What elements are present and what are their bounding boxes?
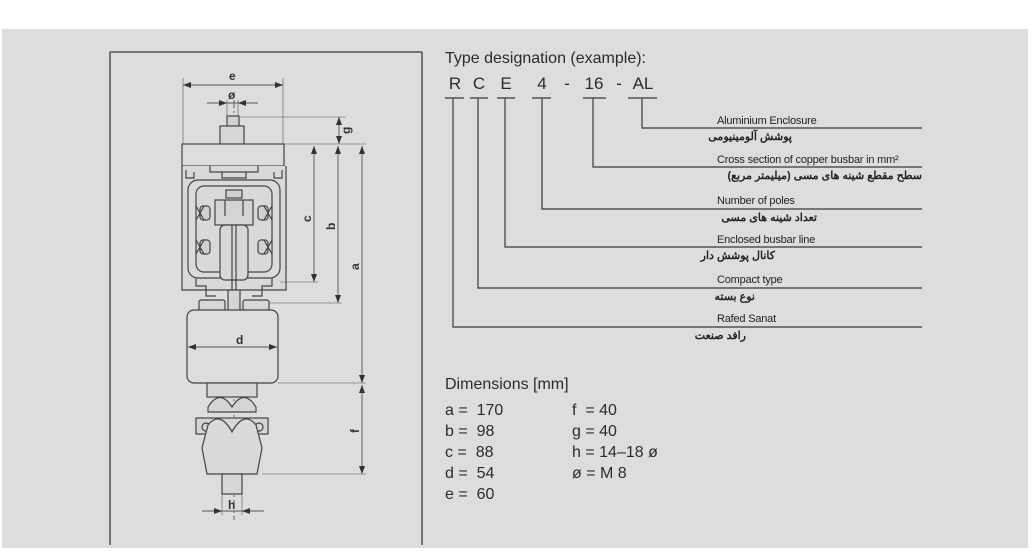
code-char-r: R <box>448 74 462 93</box>
code-char-c: C <box>472 74 486 93</box>
designation-leaders <box>445 97 922 328</box>
dim-label-a: a <box>348 263 362 270</box>
drawing-frame <box>109 51 423 545</box>
dim-key: a <box>445 402 454 419</box>
legend-fa-e: کانال پوشش دار <box>700 250 775 262</box>
dim-value: 40 <box>599 402 617 419</box>
legend-en-4: Number of poles <box>717 195 795 207</box>
legend-fa-al: پوشش آلومینیومی <box>708 131 792 143</box>
dimension-item: c = 88 <box>445 444 494 461</box>
dim-key: b <box>445 423 454 440</box>
dim-key: ø <box>572 465 582 482</box>
busbar-drawing <box>181 100 287 520</box>
code-char-e: E <box>500 74 512 93</box>
code-char-16: 16 <box>584 74 604 93</box>
dim-value: M 8 <box>600 465 627 482</box>
legend-en-r: Rafed Sanat <box>717 313 776 325</box>
legend-en-c: Compact type <box>717 274 783 286</box>
type-designation-title: Type designation (example): <box>445 50 646 67</box>
dimension-item: e = 60 <box>445 486 495 503</box>
dim-value: 14–18 ø <box>599 444 658 461</box>
legend-fa-16: سطح مقطع شینه های مسی (میلیمتر مربع) <box>727 170 922 182</box>
dim-label-c: c <box>300 215 314 222</box>
legend-fa-c: نوع بسته <box>714 291 755 303</box>
dim-value: 88 <box>475 444 494 461</box>
dim-value: 60 <box>476 486 495 503</box>
dim-label-b: b <box>324 223 338 230</box>
legend-fa-r: رافد صنعت <box>694 330 746 342</box>
dimension-item: ø = M 8 <box>572 465 627 482</box>
code-char-al: AL <box>632 74 654 93</box>
dim-value: 40 <box>599 423 617 440</box>
dimensions-title: Dimensions [mm] <box>445 376 569 393</box>
dimension-lines <box>182 78 366 515</box>
dim-key: c <box>445 444 453 461</box>
legend-fa-4: تعداد شینه های مسی <box>721 212 817 224</box>
dim-key: e <box>445 486 454 503</box>
legend-en-16: Cross section of copper busbar in mm² <box>717 154 899 166</box>
dim-label-e: e <box>229 69 236 83</box>
dimension-item: b = 98 <box>445 423 495 440</box>
dim-value: 170 <box>476 402 504 419</box>
dim-key: d <box>445 465 454 482</box>
dim-key: g <box>572 423 581 440</box>
code-separator: - <box>616 74 622 93</box>
dim-label-d: d <box>236 333 243 347</box>
dimension-arrows <box>183 82 365 514</box>
dimension-item: a = 170 <box>445 402 504 419</box>
legend-en-al: Aluminium Enclosure <box>717 115 817 127</box>
legend-en-e: Enclosed busbar line <box>717 234 816 246</box>
dim-key: f <box>572 402 577 419</box>
dim-value: 54 <box>476 465 495 482</box>
dim-label-h: h <box>228 498 235 512</box>
dim-value: 98 <box>476 423 495 440</box>
dimension-item: d = 54 <box>445 465 495 482</box>
code-separator: - <box>564 74 570 93</box>
code-char-4: 4 <box>537 74 547 93</box>
dim-label-phi: ø <box>228 88 236 102</box>
dimension-item: f = 40 <box>572 402 617 419</box>
dim-label-g: g <box>339 127 353 134</box>
dim-label-f: f <box>348 428 362 433</box>
dimension-item: h = 14–18 ø <box>572 444 658 461</box>
dim-key: h <box>572 444 581 461</box>
dimension-item: g = 40 <box>572 423 617 440</box>
